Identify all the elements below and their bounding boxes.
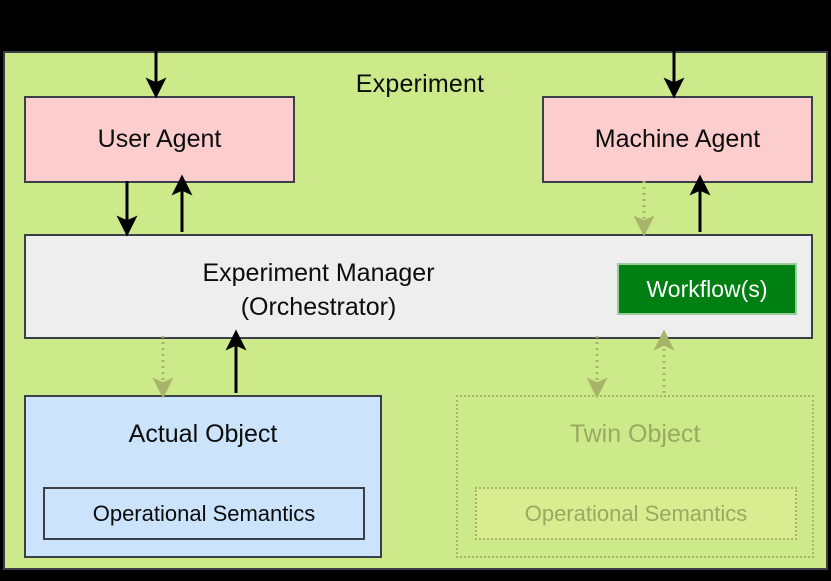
experiment-manager-label: Experiment Manager (Orchestrator) <box>26 256 611 324</box>
twin-object-operational-semantics-label: Operational Semantics <box>524 500 748 526</box>
user-agent-label: User Agent <box>97 125 222 153</box>
experiment-manager-node[interactable]: Experiment Manager (Orchestrator) Workfl… <box>24 234 813 339</box>
experiment-title: Experiment <box>355 70 485 98</box>
twin-object-operational-semantics-node[interactable]: Operational Semantics <box>475 487 797 540</box>
actual-object-node[interactable]: Actual Object Operational Semantics <box>24 395 382 558</box>
experiment-container: Experiment User Agent Machine Agent Expe… <box>3 51 828 570</box>
user-agent-node[interactable]: User Agent <box>24 96 295 183</box>
machine-agent-node[interactable]: Machine Agent <box>542 96 813 183</box>
experiment-manager-line2: (Orchestrator) <box>240 293 397 321</box>
workflows-label: Workflow(s) <box>646 275 768 302</box>
workflows-node[interactable]: Workflow(s) <box>617 263 797 315</box>
actual-object-operational-semantics-node[interactable]: Operational Semantics <box>43 487 365 540</box>
actual-object-operational-semantics-label: Operational Semantics <box>92 500 316 526</box>
twin-object-title: Twin Object <box>569 420 701 448</box>
machine-agent-label: Machine Agent <box>594 125 761 153</box>
twin-object-node[interactable]: Twin Object Operational Semantics <box>456 395 814 558</box>
actual-object-title: Actual Object <box>128 420 278 448</box>
experiment-manager-line1: Experiment Manager <box>202 259 435 287</box>
